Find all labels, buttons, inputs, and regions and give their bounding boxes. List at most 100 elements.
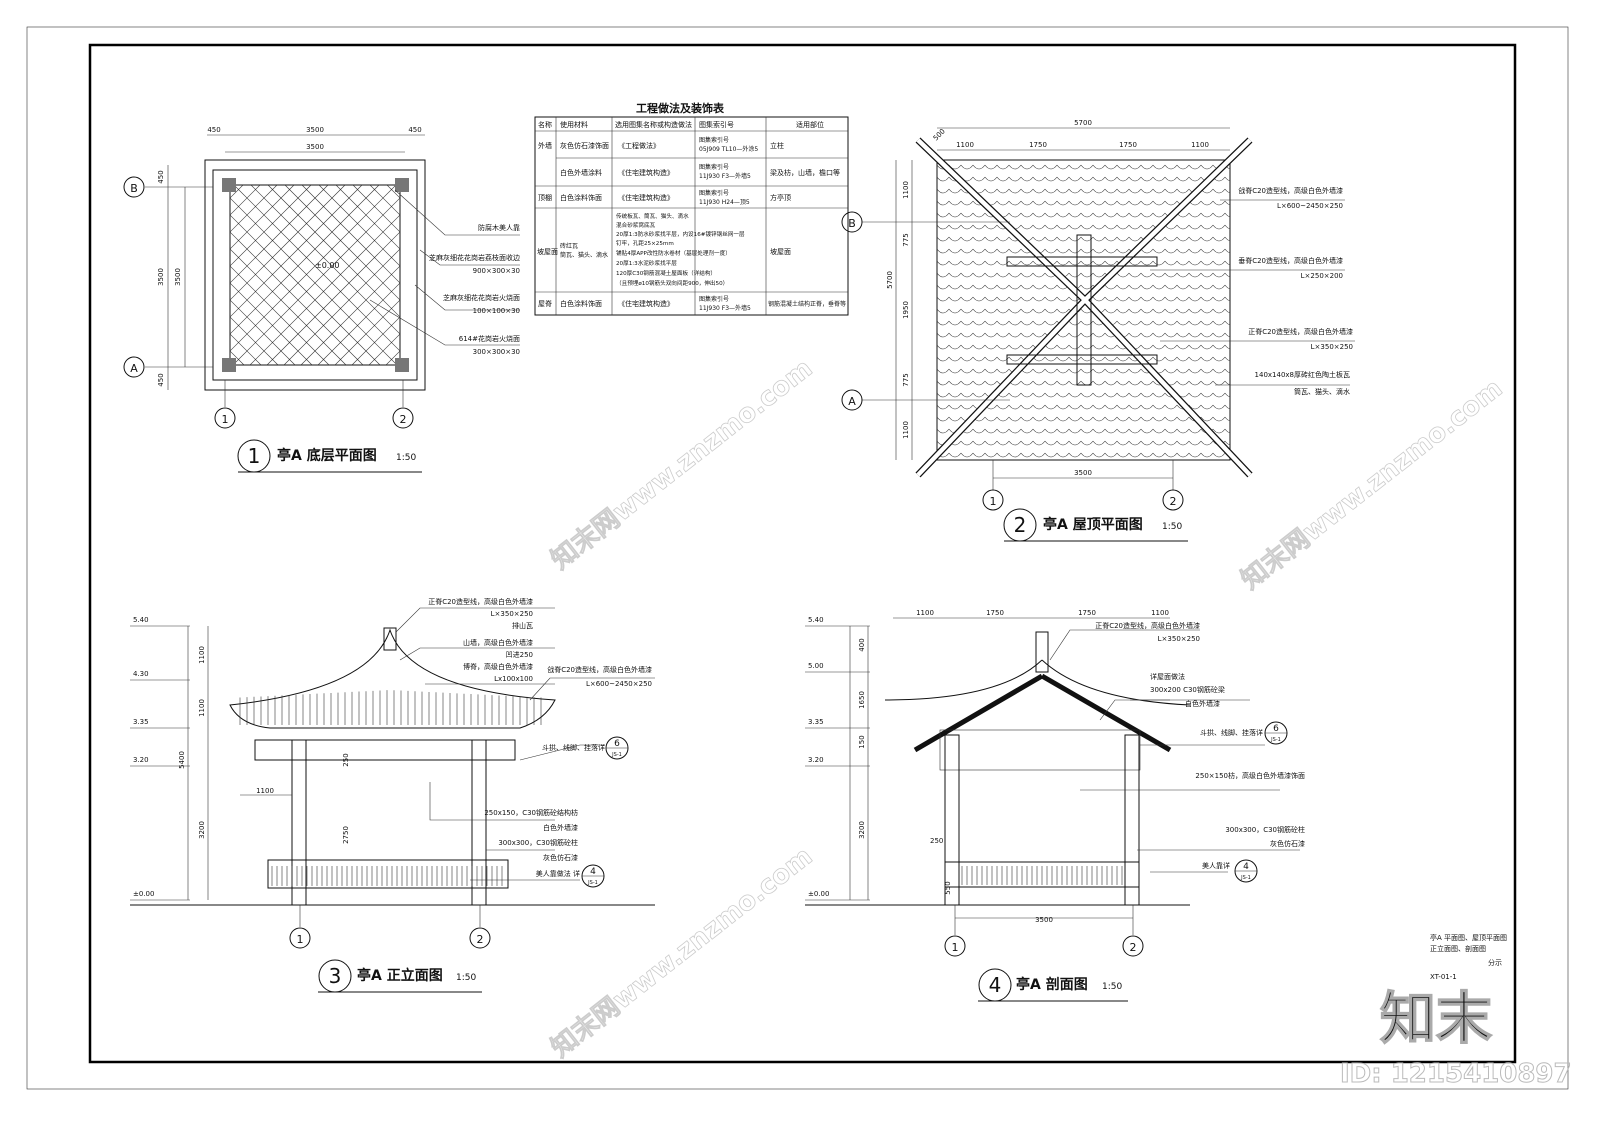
annotation: 300×300×30: [473, 348, 520, 356]
dimension-label: 1100: [198, 699, 206, 717]
level-mark: 5.00: [808, 662, 824, 670]
roof-tile-row: [937, 308, 1230, 314]
dimension-label: 1100: [902, 421, 910, 439]
dimension-label: 3500: [1074, 469, 1092, 477]
roof-tile-row: [937, 224, 1230, 230]
dimension-label: 1750: [1119, 141, 1137, 149]
axis-1: 1: [952, 941, 959, 954]
paving-line: [47, 185, 227, 365]
roof-tile-row: [937, 332, 1230, 338]
drawing-number-label: XT-01-1: [1430, 973, 1457, 981]
paving-line: [230, 265, 330, 365]
annotation: 300x300，C30钢筋砼柱: [1225, 825, 1305, 834]
axis-2: 2: [477, 933, 484, 946]
annotation: L×600~2450×250: [586, 680, 652, 688]
level-mark: 3.20: [133, 756, 149, 764]
dimension-label: 1650: [858, 691, 866, 709]
dimension-label: 450: [408, 126, 421, 134]
detail-callout-ref: JS-1: [611, 752, 622, 758]
annotation: 250×150枋，高级白色外墙漆饰面: [1195, 771, 1305, 780]
title-block-line: 分示: [1488, 958, 1502, 967]
annotation: 戗脊C20造型线，高级白色外墙漆: [1238, 186, 1343, 195]
table-cell: 外墙: [538, 141, 552, 150]
drawing-number: 1: [248, 444, 261, 468]
paving-line: [230, 185, 363, 318]
drawing-scale: 1:50: [1162, 522, 1182, 532]
drawing-scale: 1:50: [456, 973, 476, 983]
paving-line: [46, 185, 226, 365]
dimension-label: 3500: [174, 268, 182, 286]
dimension-label: 1750: [1029, 141, 1047, 149]
paving-line: [230, 185, 295, 250]
level-mark: 5.40: [808, 616, 824, 624]
outer-border: [26, 26, 1569, 1090]
table-cell: 坡屋面: [537, 247, 558, 256]
drawing-scale: 1:50: [1102, 982, 1122, 992]
annotation: 正脊C20造型线，高级白色外墙漆: [428, 597, 533, 606]
table-cell: 白色涂料饰面: [560, 299, 602, 308]
annotation: L×250×200: [1301, 272, 1343, 280]
annotation: 斗拱、线脚、挂落详: [1200, 728, 1263, 737]
roof-tile-row: [937, 212, 1230, 218]
paving-line: [351, 316, 400, 365]
paving-line: [230, 197, 398, 365]
annotation: L×350×250: [1311, 343, 1353, 351]
axis-1: 1: [990, 495, 997, 508]
roof-tile-row: [937, 188, 1230, 194]
table-cell-line: 传统板瓦、筒瓦、猫头、滴水: [616, 212, 689, 220]
dimension-label: 1950: [902, 301, 910, 319]
table-cell-line: 铺贴4厚APP改性防水卷材（基层处理剂一度）: [616, 249, 731, 257]
annotation: 灰色仿石漆: [1270, 839, 1305, 848]
paving-line: [301, 185, 400, 284]
paving-line: [335, 185, 400, 250]
dimension-label: 3200: [198, 821, 206, 839]
roof-tile-row: [937, 248, 1230, 254]
table-header: 使用材料: [560, 120, 588, 129]
dimension-label: 5400: [178, 751, 186, 769]
table-cell-line: 20厚1:3防水砂浆找平层，内设16#镀锌钢丝网一层: [616, 230, 745, 238]
paving-line: [230, 185, 278, 233]
dimension-label: 2750: [342, 826, 350, 844]
roof-tile-row: [937, 368, 1230, 374]
dimension-label: 1100: [256, 787, 274, 795]
axis-B: B: [848, 217, 856, 230]
dimension-label: 450: [157, 373, 165, 386]
paving-line: [230, 248, 347, 365]
detail-callout-number: 4: [590, 867, 596, 877]
roof-tile-row: [937, 176, 1230, 182]
table-title: 工程做法及装饰表: [636, 101, 725, 115]
roof-tile-row: [937, 356, 1230, 362]
paving-line: [284, 185, 400, 301]
roof-tile-row: [937, 428, 1230, 434]
paving-line: [352, 185, 400, 233]
table-cell-line: （且预埋ø10钢筋头双向间距900，伸出50）: [616, 279, 728, 287]
table-header: 适用部位: [796, 120, 824, 129]
table-frame: [534, 116, 849, 316]
dimension-label: 5700: [886, 271, 894, 289]
annotation: 美人靠详: [1202, 861, 1230, 870]
table-header: 选用图集名称或构造做法: [615, 120, 692, 129]
paving-line: [368, 333, 400, 365]
roof-tile-row: [937, 272, 1230, 278]
dimension-label: 5700: [1074, 119, 1092, 127]
roof-tile-row: [937, 236, 1230, 242]
detail-callout-number: 4: [1243, 862, 1249, 872]
roof-tile-row: [937, 392, 1230, 398]
section-view: 5.40 5.00 3.35 3.20 ±0.00 1100 1750 1750…: [805, 609, 1305, 1002]
paving-line: [233, 185, 400, 352]
id-watermark: ID: 1215410897: [1340, 1059, 1572, 1089]
table-cell-line: 钉牢，孔距25×25mm: [616, 239, 674, 247]
axis-2: 2: [1130, 941, 1137, 954]
table-cell-line: 混合砂浆窝底瓦: [616, 221, 656, 229]
drawing-title: 亭A 底层平面图: [277, 447, 377, 464]
dimension-label: 500: [932, 127, 947, 142]
paving-line: [230, 282, 313, 365]
roof-tile-row: [937, 344, 1230, 350]
dimension-label: 250: [930, 837, 943, 845]
annotation: 140x140x8厚砖红色陶土板瓦: [1255, 370, 1350, 379]
site-watermark: 知末网www.znzmo.com: [546, 353, 818, 575]
dimension-label: 1100: [1191, 141, 1209, 149]
paving-line: [230, 185, 346, 301]
